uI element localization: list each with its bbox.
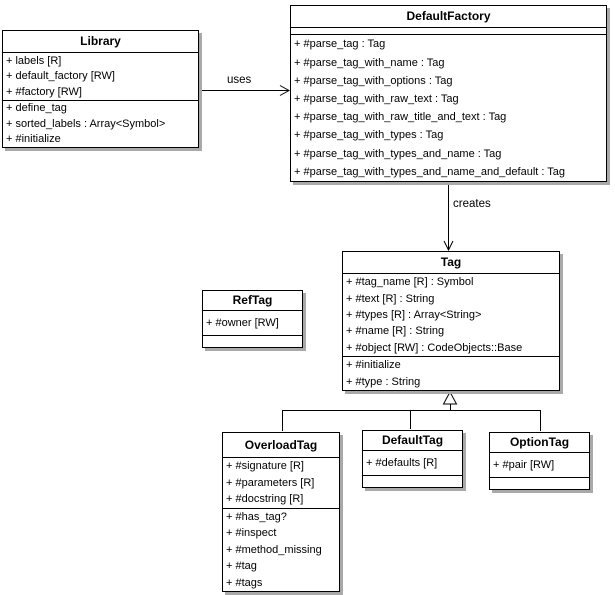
generalization-connector-lines <box>282 404 541 431</box>
methods-section: + define_tag + sorted_labels : Array<Sym… <box>3 101 198 148</box>
attribute-row: + #signature [R] <box>226 460 304 473</box>
attribute-row: + #owner [RW] <box>206 316 279 329</box>
attributes-section: + labels [R] + default_factory [RW] + #f… <box>3 53 198 101</box>
method-row: + #parse_tag_with_types : Tag <box>294 129 444 142</box>
class-box-default-factory: DefaultFactory + #parse_tag : Tag + #par… <box>290 5 607 182</box>
attribute-row: + #name [R] : String <box>346 325 445 338</box>
method-row: + #parse_tag_with_types_and_name_and_def… <box>294 165 566 178</box>
attribute-row: + #docstring [R] <box>226 493 304 506</box>
attribute-row: + #text [R] : String <box>346 292 435 305</box>
class-box-library: Library + labels [R] + default_factory [… <box>2 30 199 148</box>
method-row: + #parse_tag_with_raw_text : Tag <box>294 92 459 105</box>
methods-section: + #parse_tag : Tag + #parse_tag_with_nam… <box>291 35 606 181</box>
method-row: + sorted_labels : Array<Symbol> <box>6 117 166 130</box>
methods-section: + #has_tag? + #inspect + #method_missing… <box>223 509 339 592</box>
method-row: + #parse_tag_with_options : Tag <box>294 74 453 87</box>
methods-section-empty <box>203 336 302 348</box>
uses-edge-label: uses <box>227 73 252 87</box>
generalization-triangle-icon <box>442 390 458 405</box>
method-row: + define_tag <box>6 102 67 115</box>
method-row: + #parse_tag_with_types_and_name : Tag <box>294 147 502 160</box>
uses-arrowhead-icon <box>279 85 291 96</box>
methods-section-empty <box>363 476 462 488</box>
method-row: + #inspect <box>226 527 277 540</box>
attribute-row: + #pair [RW] <box>493 458 555 471</box>
attribute-row: + #tag_name [R] : Symbol <box>346 276 474 289</box>
methods-section-empty <box>490 478 589 490</box>
methods-section: + #initialize + #type : String <box>343 357 559 390</box>
class-name-option-tag: OptionTag <box>490 433 589 453</box>
attribute-row: + #defaults [R] <box>366 456 438 469</box>
method-row: + #initialize <box>6 133 61 146</box>
attributes-section: + #owner [RW] <box>203 311 302 336</box>
class-box-default-tag: DefaultTag + #defaults [R] <box>362 430 463 488</box>
attribute-row: + #object [RW] : CodeObjects::Base <box>346 341 523 354</box>
class-name-overload-tag: OverloadTag <box>223 433 339 458</box>
creates-edge-label: creates <box>453 197 491 211</box>
attributes-section-empty <box>291 28 606 36</box>
class-name-ref-tag: RefTag <box>203 291 302 311</box>
method-row: + #type : String <box>346 375 421 388</box>
method-row: + #tag <box>226 560 257 573</box>
class-box-ref-tag: RefTag + #owner [RW] <box>202 290 303 348</box>
class-name-library: Library <box>3 31 198 53</box>
attributes-section: + #pair [RW] <box>490 453 589 478</box>
attributes-section: + #tag_name [R] : Symbol + #text [R] : S… <box>343 274 559 358</box>
method-row: + #has_tag? <box>226 510 287 523</box>
class-name-tag: Tag <box>343 252 559 274</box>
attribute-row: + #factory [RW] <box>6 85 82 98</box>
attribute-row: + #parameters [R] <box>226 476 315 489</box>
attribute-row: + default_factory [RW] <box>6 70 115 83</box>
method-row: + #method_missing <box>226 543 322 556</box>
creates-arrowhead-icon <box>443 240 454 252</box>
attributes-section: + #signature [R] + #parameters [R] + #do… <box>223 458 339 509</box>
class-name-default-tag: DefaultTag <box>363 431 462 451</box>
attributes-section: + #defaults [R] <box>363 451 462 476</box>
class-box-tag: Tag + #tag_name [R] : Symbol + #text [R]… <box>342 251 560 391</box>
method-row: + #initialize <box>346 359 401 372</box>
method-row: + #parse_tag_with_raw_title_and_text : T… <box>294 111 507 124</box>
class-box-option-tag: OptionTag + #pair [RW] <box>489 432 590 490</box>
attribute-row: + labels [R] <box>6 54 62 67</box>
class-name-default-factory: DefaultFactory <box>291 6 606 28</box>
method-row: + #parse_tag_with_name : Tag <box>294 56 445 69</box>
method-row: + #parse_tag : Tag <box>294 38 386 51</box>
method-row: + #tags <box>226 576 263 589</box>
attribute-row: + #types [R] : Array<String> <box>346 309 482 322</box>
class-box-overload-tag: OverloadTag + #signature [R] + #paramete… <box>222 432 340 592</box>
